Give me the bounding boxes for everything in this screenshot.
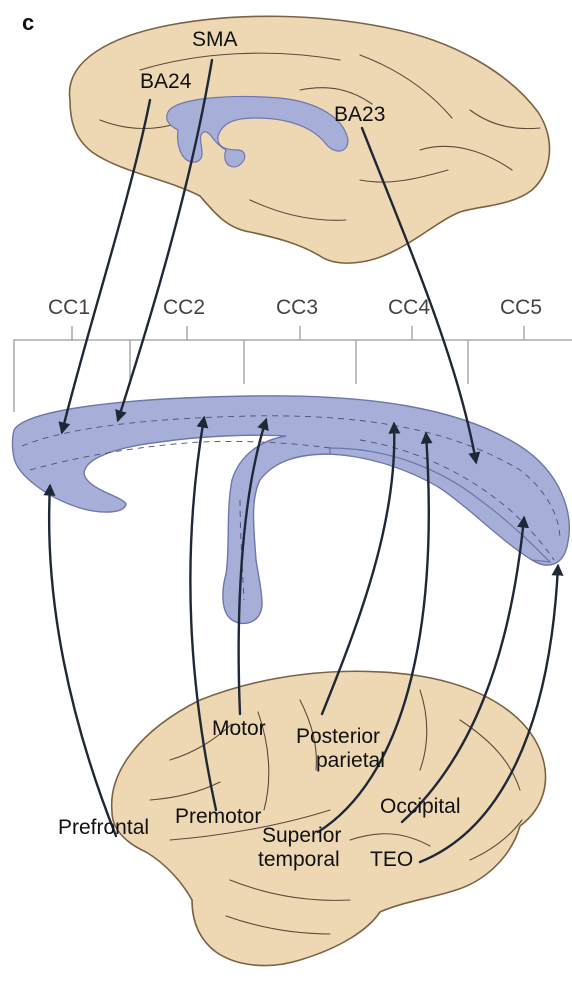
corpus-callosum	[13, 396, 570, 624]
prefrontal-label: Prefrontal	[58, 816, 149, 839]
sma-label: SMA	[192, 28, 238, 51]
superior-temporal-label-line2: temporal	[258, 848, 340, 871]
posterior-parietal-label-line2: parietal	[316, 749, 385, 772]
ba24-label: BA24	[140, 70, 192, 93]
superior-temporal-label-line1: Superior	[262, 824, 341, 847]
teo-label: TEO	[370, 848, 413, 871]
occipital-label: Occipital	[380, 795, 461, 818]
cc2-label: CC2	[163, 296, 205, 319]
ba23-label: BA23	[334, 103, 385, 126]
arrow-prefrontal-to-cc1	[49, 486, 116, 836]
posterior-parietal-label-line1: Posterior	[296, 725, 380, 748]
motor-label: Motor	[212, 717, 266, 740]
cc5-label: CC5	[500, 296, 542, 319]
panel-label: c	[22, 10, 34, 35]
cc3-label: CC3	[276, 296, 318, 319]
cc4-label: CC4	[388, 296, 430, 319]
cc1-label: CC1	[48, 296, 90, 319]
premotor-label: Premotor	[175, 805, 261, 828]
